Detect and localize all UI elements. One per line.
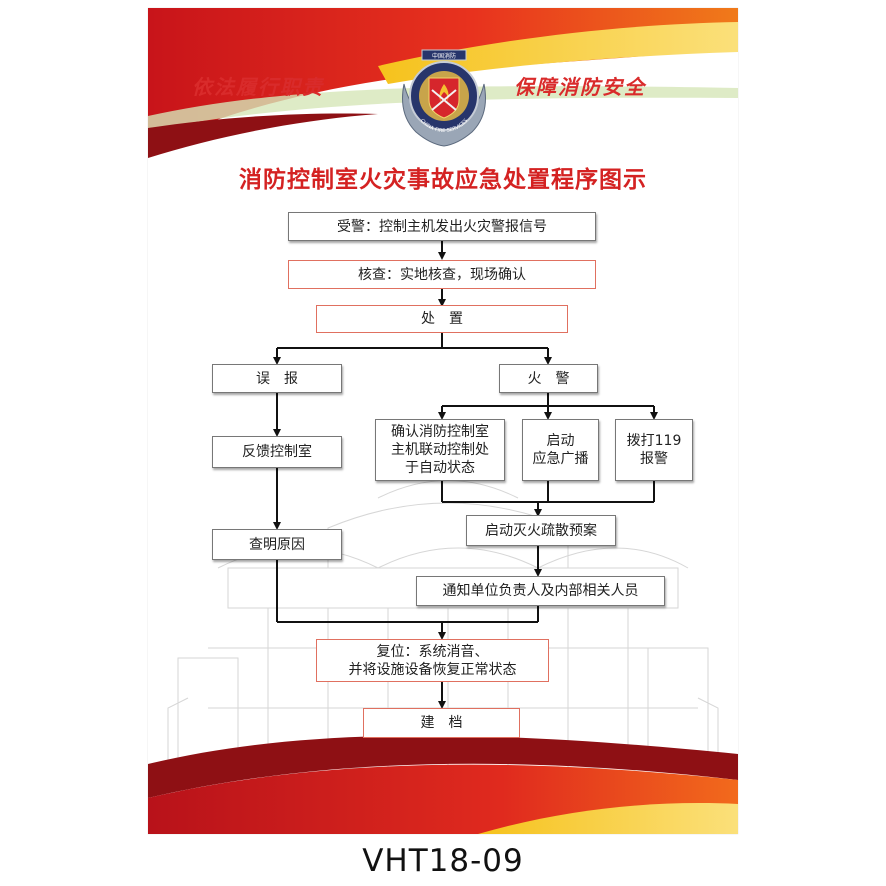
verify-box: 核查：实地核查，现场确认 [288, 260, 596, 289]
confirm-auto-state-box: 确认消防控制室 主机联动控制处 于自动状态 [375, 419, 505, 481]
bottom-dark-wave [148, 735, 738, 798]
flow-connectors [273, 241, 658, 709]
receive-alarm-box: 受警：控制主机发出火灾警报信号 [288, 212, 596, 241]
poster: 依法履行职责 保障消防安全 中国消防 CHINA FIRE SERVICES 消… [148, 8, 738, 834]
notify-personnel-box: 通知单位负责人及内部相关人员 [416, 576, 665, 606]
poster-background [148, 8, 738, 834]
top-dark-wave [148, 113, 378, 158]
evacuation-plan-box: 启动灭火疏散预案 [466, 515, 616, 546]
reset-box: 复位：系统消音、 并将设施设备恢复正常状态 [316, 639, 549, 682]
slogan-left: 依法履行职责 [192, 75, 324, 99]
slogan-right: 保障消防安全 [514, 75, 646, 99]
product-code: VHT18-09 [362, 843, 524, 879]
badge-flame [439, 84, 449, 104]
fire-alarm-box: 火 警 [499, 364, 598, 393]
poster-title: 消防控制室火灾事故应急处置程序图示 [239, 166, 647, 193]
badge-red-shield [428, 77, 460, 119]
find-cause-box: 查明原因 [212, 529, 342, 560]
top-green-wave [148, 86, 738, 130]
archive-box: 建 档 [363, 708, 520, 738]
feedback-control-room-box: 反馈控制室 [212, 436, 342, 468]
false-alarm-box: 误 报 [212, 364, 342, 393]
emergency-broadcast-box: 启动 应急广播 [522, 419, 599, 481]
top-gold-wave [378, 22, 738, 84]
badge-top-text: 中国消防 [432, 52, 456, 60]
handle-box: 处 置 [316, 305, 568, 333]
fire-badge-icon: 中国消防 CHINA FIRE SERVICES [402, 49, 486, 147]
call-119-box: 拨打119 报警 [615, 419, 693, 481]
bottom-gold-wave [478, 803, 738, 834]
